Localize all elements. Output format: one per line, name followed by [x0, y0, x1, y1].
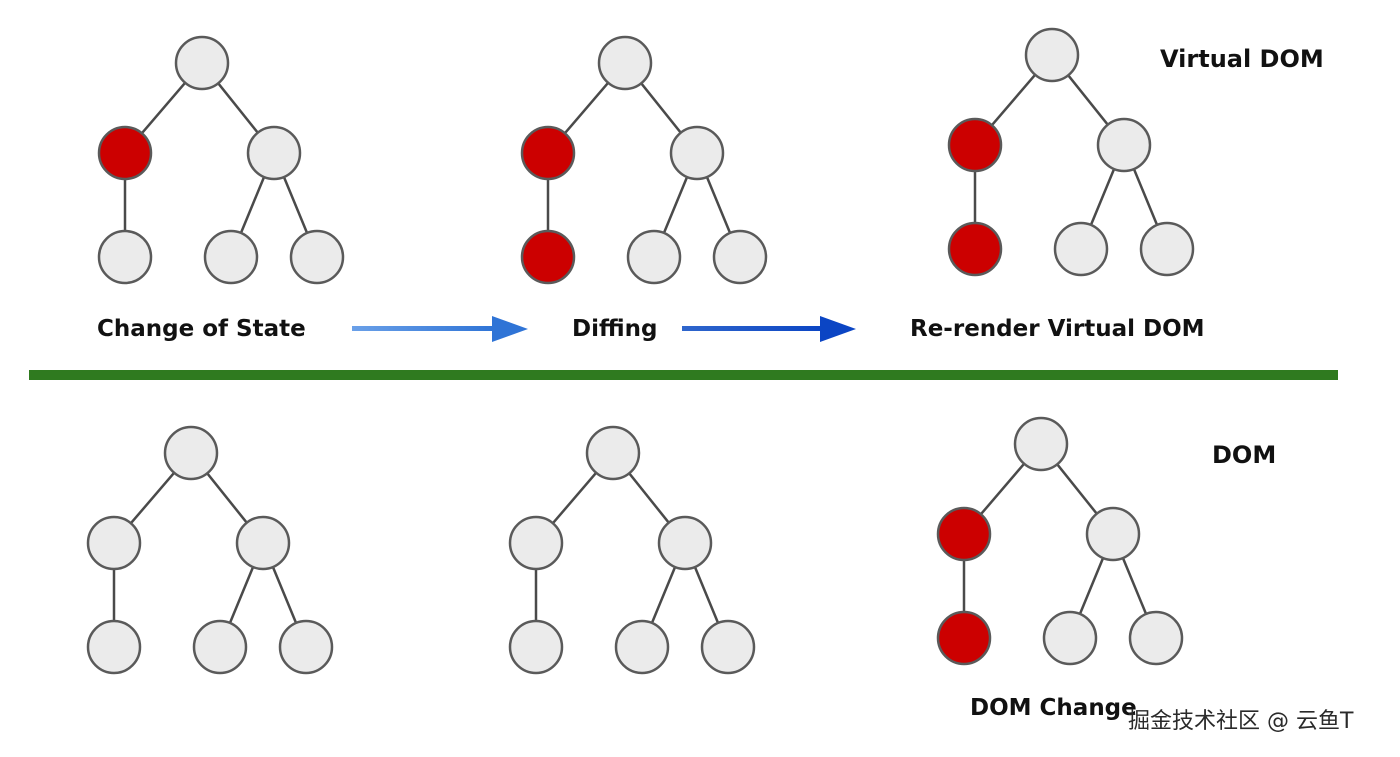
tree-edge — [693, 566, 720, 624]
tree-node — [1053, 221, 1109, 277]
tree-edge — [1078, 557, 1105, 615]
tree-node — [508, 515, 564, 571]
tree-edge — [628, 472, 670, 524]
tree-edge — [1089, 168, 1116, 226]
tree-edge — [129, 471, 176, 525]
tree-node — [1013, 416, 1069, 472]
tree-edge — [551, 471, 598, 525]
virtual-dom-section-label: Virtual DOM — [1160, 45, 1324, 73]
tree-node — [1042, 610, 1098, 666]
arrow-change-to-diffing — [352, 316, 528, 342]
dom-tree-3 — [936, 416, 1184, 666]
diffing-label: Diffing — [572, 316, 658, 342]
dom-section-label: DOM — [1212, 441, 1277, 469]
changed-node — [947, 221, 1003, 277]
tree-node — [657, 515, 713, 571]
tree-node — [1024, 27, 1080, 83]
tree-edge — [1132, 168, 1159, 226]
tree-edge — [271, 566, 298, 624]
tree-node — [700, 619, 756, 675]
tree-edge — [650, 566, 677, 624]
tree-node — [97, 229, 153, 285]
arrow-diffing-to-rerender — [682, 316, 856, 342]
tree-node — [1096, 117, 1152, 173]
tree-edge — [1067, 74, 1109, 126]
changed-node — [97, 125, 153, 181]
virtual-dom-tree-1 — [97, 35, 345, 285]
tree-node — [174, 35, 230, 91]
tree-node — [1139, 221, 1195, 277]
change-of-state-label: Change of State — [97, 316, 306, 342]
tree-node — [246, 125, 302, 181]
tree-edge — [1056, 463, 1098, 515]
tree-edge — [990, 73, 1037, 127]
dom-tree-1 — [86, 425, 334, 675]
tree-node — [614, 619, 670, 675]
tree-node — [86, 515, 142, 571]
tree-edge — [206, 472, 248, 524]
tree-node — [597, 35, 653, 91]
tree-node — [203, 229, 259, 285]
tree-edge — [979, 462, 1026, 516]
tree-node — [669, 125, 725, 181]
tree-edge — [563, 81, 610, 135]
tree-edge — [640, 82, 682, 134]
section-divider — [29, 370, 1338, 380]
tree-node — [86, 619, 142, 675]
tree-node — [585, 425, 641, 481]
tree-node — [508, 619, 564, 675]
tree-node — [1085, 506, 1141, 562]
changed-node — [936, 506, 992, 562]
virtual-dom-tree-2 — [520, 35, 768, 285]
tree-node — [278, 619, 334, 675]
tree-node — [235, 515, 291, 571]
tree-node — [289, 229, 345, 285]
rerender-virtual-dom-label: Re-render Virtual DOM — [910, 316, 1205, 342]
tree-node — [192, 619, 248, 675]
tree-edge — [217, 82, 259, 134]
tree-edge — [705, 176, 732, 234]
tree-edge — [140, 81, 187, 135]
tree-node — [163, 425, 219, 481]
tree-edge — [662, 176, 689, 234]
tree-node — [712, 229, 768, 285]
dom-change-label: DOM Change — [970, 695, 1137, 721]
tree-node — [626, 229, 682, 285]
changed-node — [520, 229, 576, 285]
changed-node — [936, 610, 992, 666]
tree-edge — [282, 176, 309, 234]
trees-layer — [86, 27, 1195, 675]
changed-node — [520, 125, 576, 181]
tree-edge — [239, 176, 266, 234]
tree-edge — [228, 566, 255, 624]
tree-node — [1128, 610, 1184, 666]
dom-tree-2 — [508, 425, 756, 675]
tree-edge — [1121, 557, 1148, 615]
virtual-dom-tree-3 — [947, 27, 1195, 277]
changed-node — [947, 117, 1003, 173]
watermark: 掘金技术社区 @ 云鱼T — [1128, 709, 1354, 734]
